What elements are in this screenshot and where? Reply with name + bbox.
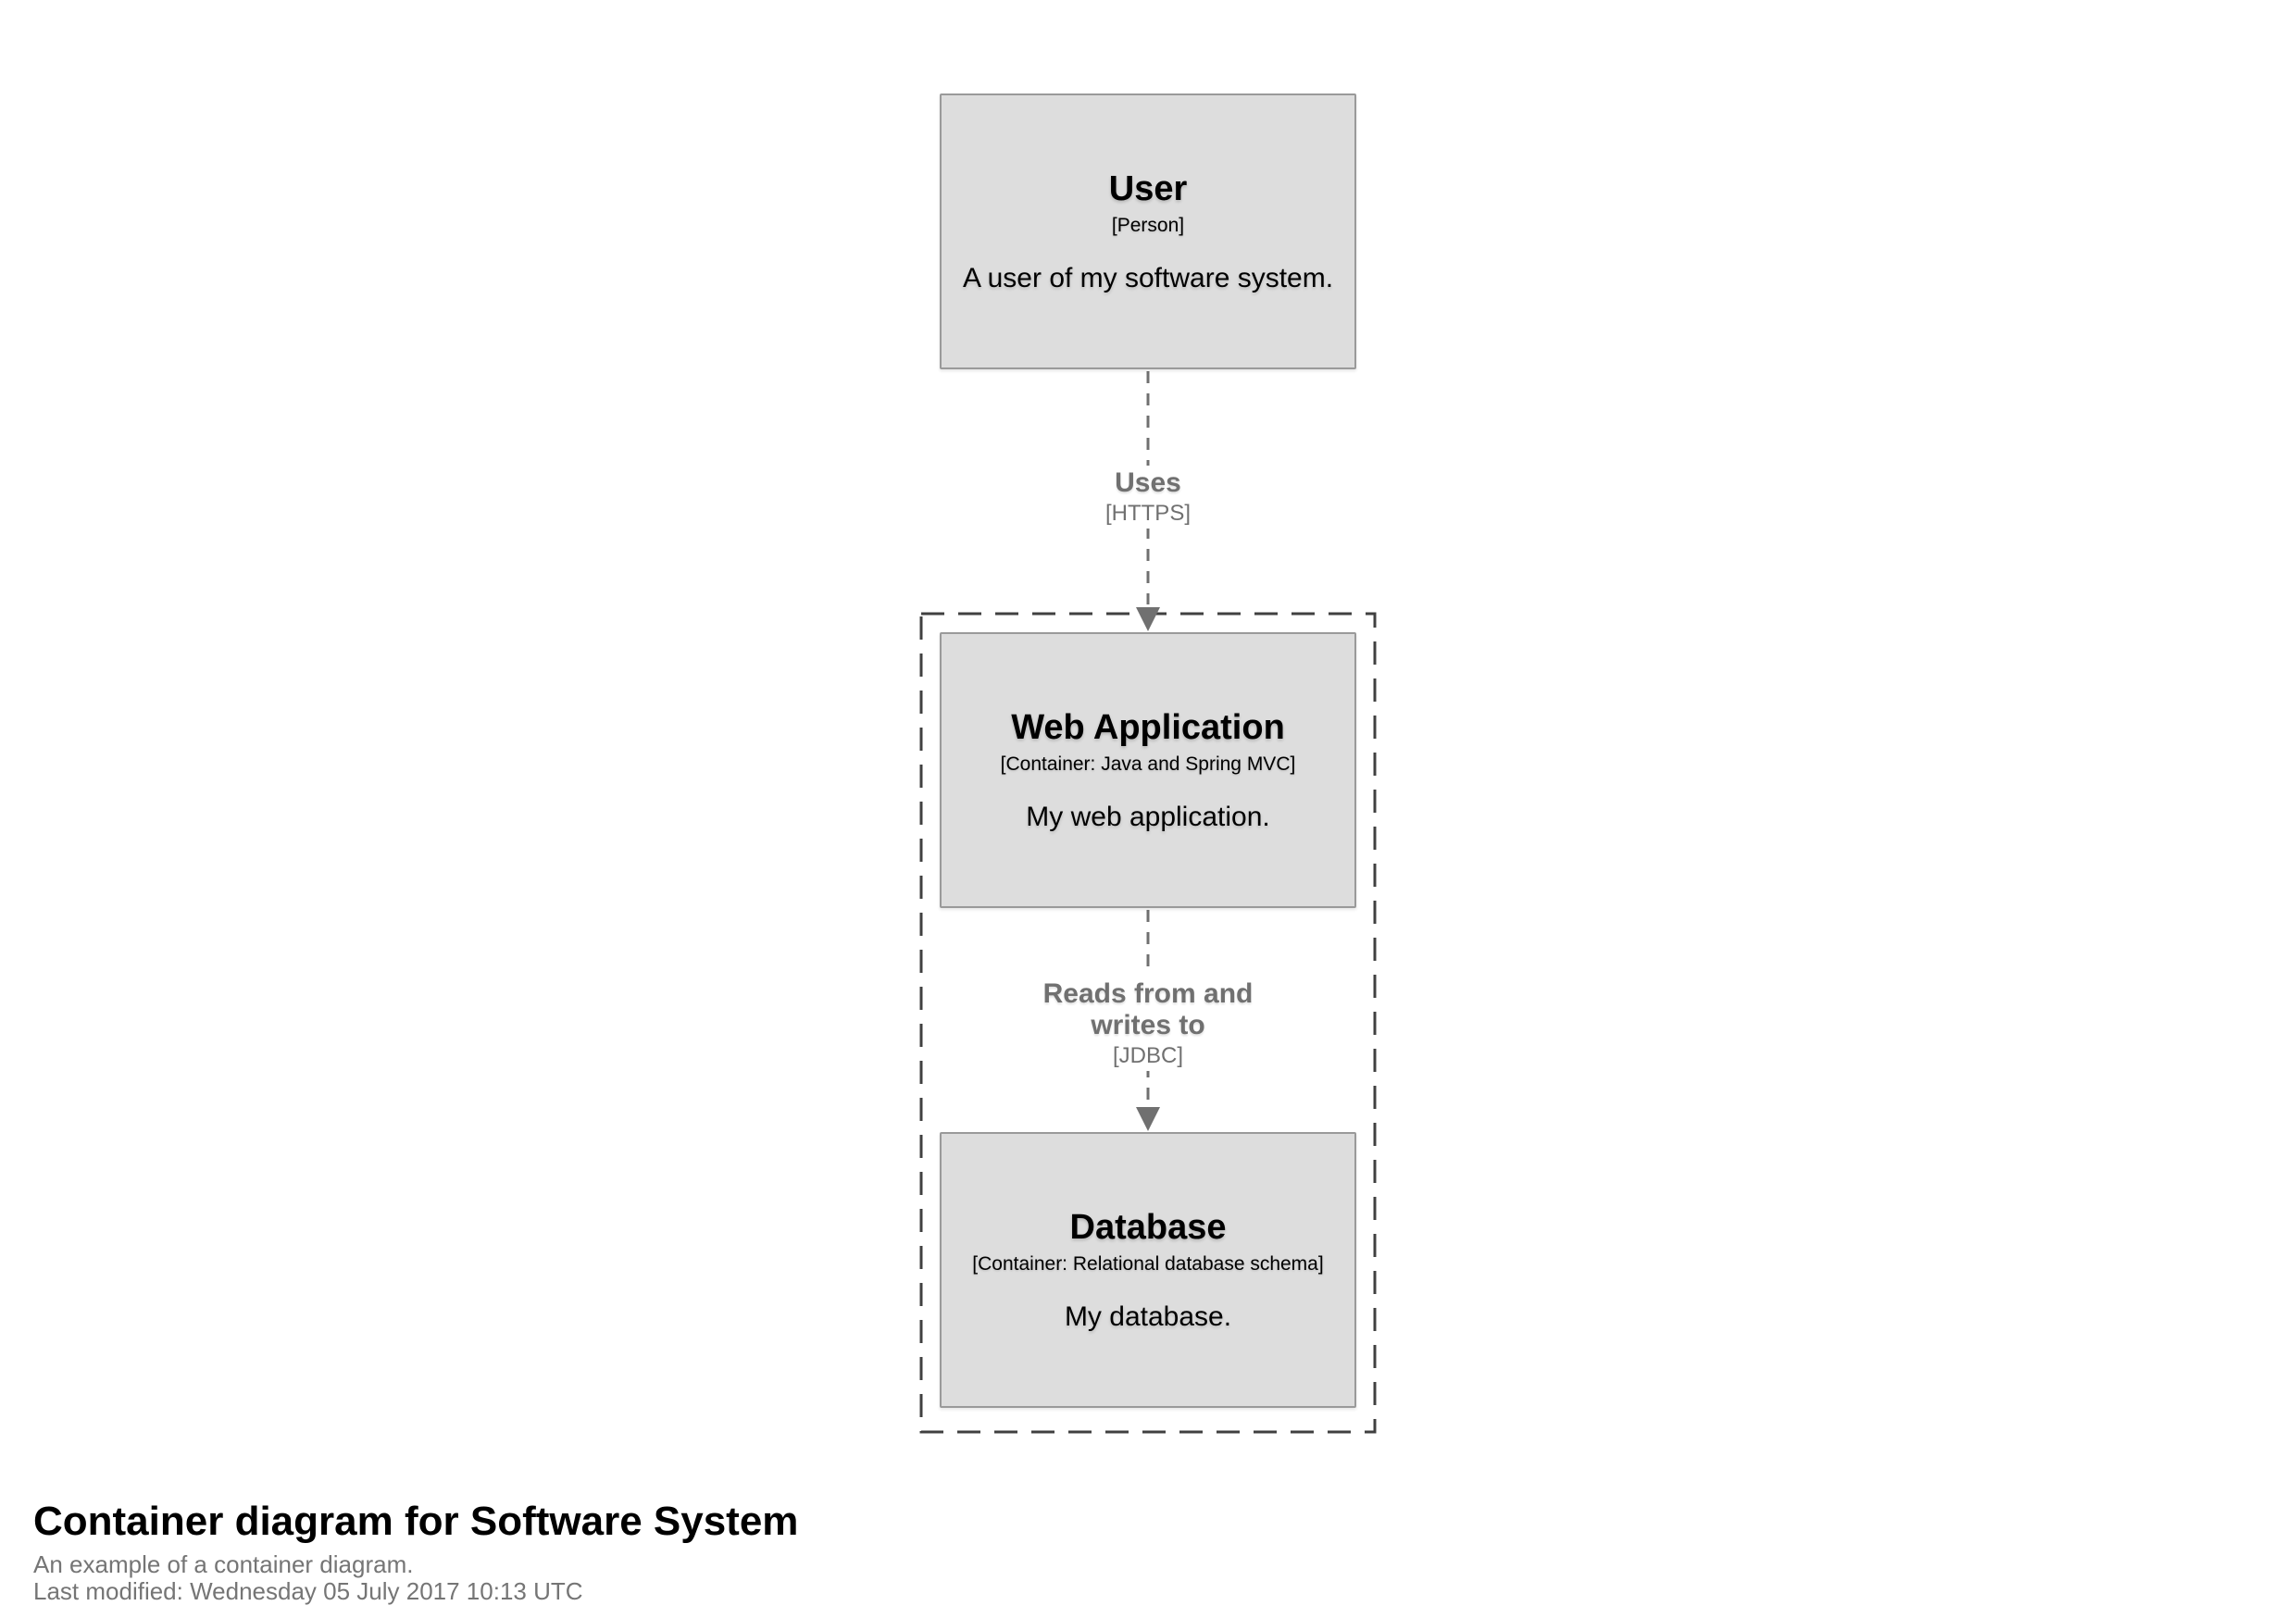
relationship-uses-technology: [HTTPS] [1104,501,1191,526]
relationship-reads-writes-text: Reads from and writes to [1042,978,1254,1040]
relationship-label-uses: Uses [HTTPS] [1004,466,1292,529]
node-user-title: User [1108,169,1188,208]
arrowhead-webapp-to-database-icon [1136,1107,1160,1131]
node-user-description: A user of my software system. [962,263,1334,293]
page-subtitle: An example of a container diagram. [33,1550,414,1578]
node-web-application-title: Web Application [1011,708,1285,747]
relationship-label-reads-writes: Reads from and writes to [JDBC] [1004,977,1292,1071]
relationship-uses-text: Uses [1115,467,1181,498]
page-last-modified: Last modified: Wednesday 05 July 2017 10… [33,1577,583,1605]
arrowhead-user-to-webapp-icon [1136,607,1160,631]
node-database-title: Database [1069,1208,1227,1247]
page-title: Container diagram for Software System [33,1499,799,1544]
node-database[interactable]: Database [Container: Relational database… [940,1132,1356,1408]
node-web-application[interactable]: Web Application [Container: Java and Spr… [940,632,1356,908]
node-database-meta: [Container: Relational database schema] [972,1253,1324,1275]
node-web-application-description: My web application. [1026,802,1270,832]
node-user[interactable]: User [Person] A user of my software syst… [940,93,1356,369]
relationship-reads-writes-technology: [JDBC] [1112,1043,1183,1068]
node-web-application-meta: [Container: Java and Spring MVC] [1000,753,1296,775]
node-user-meta: [Person] [1111,215,1185,236]
node-database-description: My database. [1064,1301,1232,1332]
diagram-footer: Container diagram for Software System An… [33,1498,798,1605]
